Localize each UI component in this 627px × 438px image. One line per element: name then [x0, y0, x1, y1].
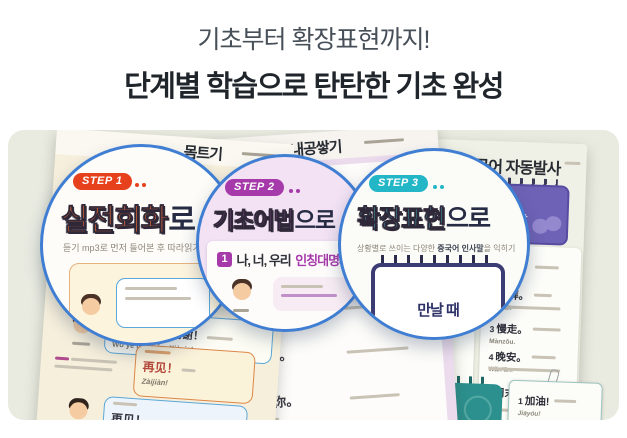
- blurred-text: [281, 285, 323, 288]
- blurred-text: [281, 294, 337, 297]
- character-avatar: [66, 397, 90, 420]
- step2-badge: STEP 2: [225, 179, 284, 196]
- speech-bubble-preview: [116, 278, 210, 328]
- blurred-text: [349, 393, 400, 400]
- avatar-face: [82, 298, 100, 315]
- step1-subtitle: 듣기 mp3로 먼저 들어본 후 따라읽기: [63, 243, 201, 253]
- avatar-face: [233, 283, 251, 300]
- blurred-text: [54, 356, 70, 361]
- flower-doodle-icon: [463, 395, 493, 420]
- lesson-topic: 인칭대명사: [295, 253, 351, 268]
- character-name-blur: [233, 309, 249, 312]
- item-number: 4: [488, 352, 494, 363]
- step3-title-tail: 으로: [446, 205, 491, 233]
- step3-subtitle-post: 을 익히기: [483, 244, 516, 253]
- badge-dots-icon: [433, 185, 444, 189]
- blurred-text: [125, 287, 177, 290]
- badge-dots-icon: [135, 183, 146, 187]
- meet-notebook-label: 만날 때: [417, 302, 460, 319]
- blurred-text: [363, 138, 405, 144]
- character-avatar: [231, 279, 253, 306]
- step2-title: 기초어법으로: [213, 201, 336, 235]
- item-number: 1: [517, 396, 524, 407]
- blurred-text: [112, 401, 138, 407]
- dialog-panel-preview: [69, 263, 221, 343]
- item-chinese: 加油!: [524, 395, 550, 409]
- step2-title-main: 기초어법: [213, 207, 295, 234]
- dialog-chinese: 再见！: [110, 411, 148, 420]
- blurred-text: [125, 297, 191, 300]
- avatar-face: [68, 401, 89, 420]
- speech-bubble: 再见！ Zàijiàn!: [132, 344, 256, 405]
- item-chinese: 晚安。: [495, 351, 528, 365]
- workbook-photo: 중국어 자동발사 헤어질 때 쓰는 인사말 3早安。 Zǎo'ān. 4早上好。: [8, 130, 619, 420]
- step3-subtitle: 상황별로 쓰이는 다양한 중국어 인사말을 익히기: [357, 243, 515, 254]
- badge-dots-icon: [289, 189, 300, 193]
- face-doodle-icon: [545, 215, 562, 232]
- blurred-text: [564, 161, 581, 166]
- blurred-text: [54, 364, 113, 372]
- speech-bubble-preview: [273, 277, 355, 311]
- lesson-title: 나, 너, 우리: [236, 253, 291, 268]
- step1-title-main: 실전회화: [61, 204, 169, 238]
- item-pinyin: Mànzǒu.: [489, 338, 516, 346]
- blurred-text: [144, 349, 171, 355]
- step3-subtitle-em: 중국어 인사말: [437, 244, 484, 253]
- blurred-text: [534, 265, 559, 270]
- headline: 기초부터 확장표현까지! 단계별 학습으로 탄탄한 기초 완성: [0, 20, 627, 105]
- step3-badge: STEP 3: [369, 175, 428, 192]
- blurred-text: [532, 327, 561, 332]
- phrase-list-item: 4晚安。 Wǎn'ān.: [488, 347, 573, 376]
- blurred-text: [531, 355, 556, 360]
- dialog-chinese: 再见！: [142, 359, 180, 377]
- blurred-text: [70, 357, 118, 364]
- step1-title: 실전회화로: [61, 195, 196, 239]
- blurred-text: [553, 399, 576, 404]
- item-pinyin: Jiāyóu!: [517, 410, 541, 418]
- meet-notebook-card: 만날 때: [371, 263, 505, 337]
- step3-title-main: 확장표현: [357, 205, 447, 234]
- magnifier-step3: STEP 3 확장표현으로 상황별로 쓰이는 다양한 중국어 인사말을 익히기 …: [338, 148, 530, 340]
- character-avatar: [80, 294, 102, 321]
- blurred-text: [181, 368, 196, 373]
- magnifier-step2: STEP 2 기초어법으로 1 나, 너, 우리 인칭대명사: [196, 154, 374, 332]
- step3-subtitle-pre: 상황별로 쓰이는 다양한: [357, 244, 438, 253]
- blurred-text: [346, 346, 409, 354]
- blurred-text: [533, 293, 552, 298]
- headline-title: 단계별 학습으로 탄탄한 기초 완성: [124, 71, 504, 103]
- step1-title-tail: 로: [168, 204, 196, 237]
- step3-title: 확장표현으로: [357, 199, 491, 235]
- lesson-number: 1: [217, 252, 232, 267]
- step2-title-tail: 으로: [294, 207, 336, 233]
- headline-subtitle: 기초부터 확장표현까지!: [197, 26, 431, 54]
- step1-badge: STEP 1: [73, 173, 132, 190]
